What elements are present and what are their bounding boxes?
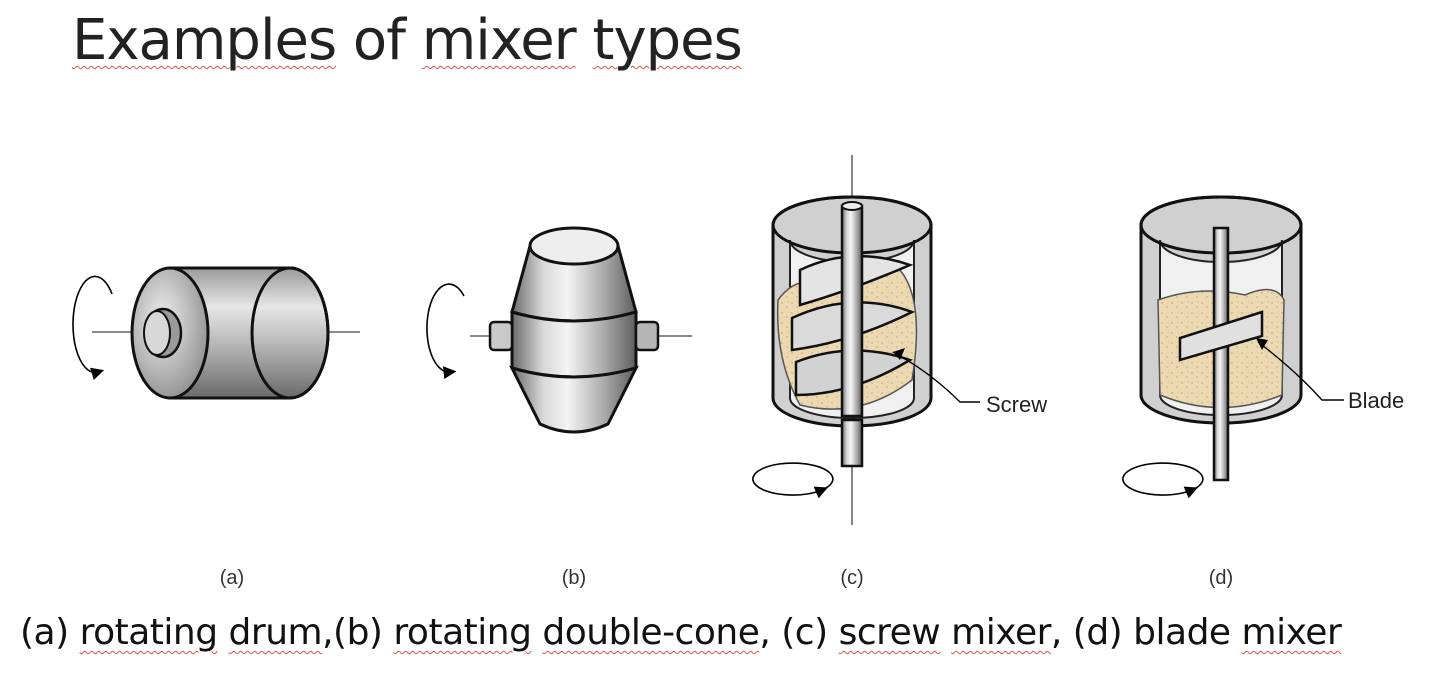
caption-part: drum [228,612,323,653]
title-word: mixer [421,8,577,73]
rotation-arrow-icon [1122,462,1204,499]
screw-drive-shaft [840,418,864,468]
caption-part: rotating [79,612,219,653]
figure-caption: (a) rotating drum,(b) rotating double-co… [20,612,1342,653]
subfigure-label-b: (b) [562,567,586,589]
screw-leader-line [892,351,980,403]
caption-part: ,(b) [322,612,394,653]
rotation-arrow-icon [752,462,834,499]
cone-right-trunnion [634,320,660,352]
subfigure-label-d: (d) [1209,567,1233,589]
caption-part: (a) [20,612,80,653]
blade-label: Blade [1348,388,1404,413]
blade-mixer-figure [1122,195,1344,499]
caption-part: rotating [393,612,532,653]
caption-part: , (c) [759,612,839,653]
title-word: of [336,8,422,73]
double-cone-figure [426,226,692,434]
cone-top-opening [528,226,620,266]
caption-part [531,612,542,653]
slide-title: Examples of mixer types [72,8,743,73]
caption-part [218,612,229,653]
screw-mixer-figure [752,155,980,525]
caption-part: , (d) blade [1050,612,1242,653]
caption-part: double-cone [542,612,760,653]
caption-part: mixer [1241,612,1342,653]
rotating-drum-figure [72,266,360,400]
caption-part [940,612,951,653]
screw-pointer [893,348,905,360]
screw-label: Screw [986,392,1047,417]
screw-shaft [840,204,864,418]
rotation-arrow-icon [426,283,465,379]
title-word: Examples [72,8,337,73]
blade-leader-line [1257,341,1344,401]
caption-part: mixer [951,612,1051,653]
blade-pointer [1256,338,1268,350]
drum-hub-face [143,310,171,356]
cone-lower [509,365,639,434]
cone-left-trunnion [488,320,514,352]
blade-shaft [1212,226,1230,482]
subfigure-label-a: (a) [220,567,244,589]
cone-band [510,310,638,379]
screw-shaft-top [841,201,863,211]
subfigure-label-c: (c) [840,567,863,589]
rotation-arrow-icon [72,275,113,380]
title-word: types [592,8,743,73]
caption-part: screw [838,612,941,653]
drum-back-edge [250,266,330,400]
blade-paddle [1178,310,1264,362]
